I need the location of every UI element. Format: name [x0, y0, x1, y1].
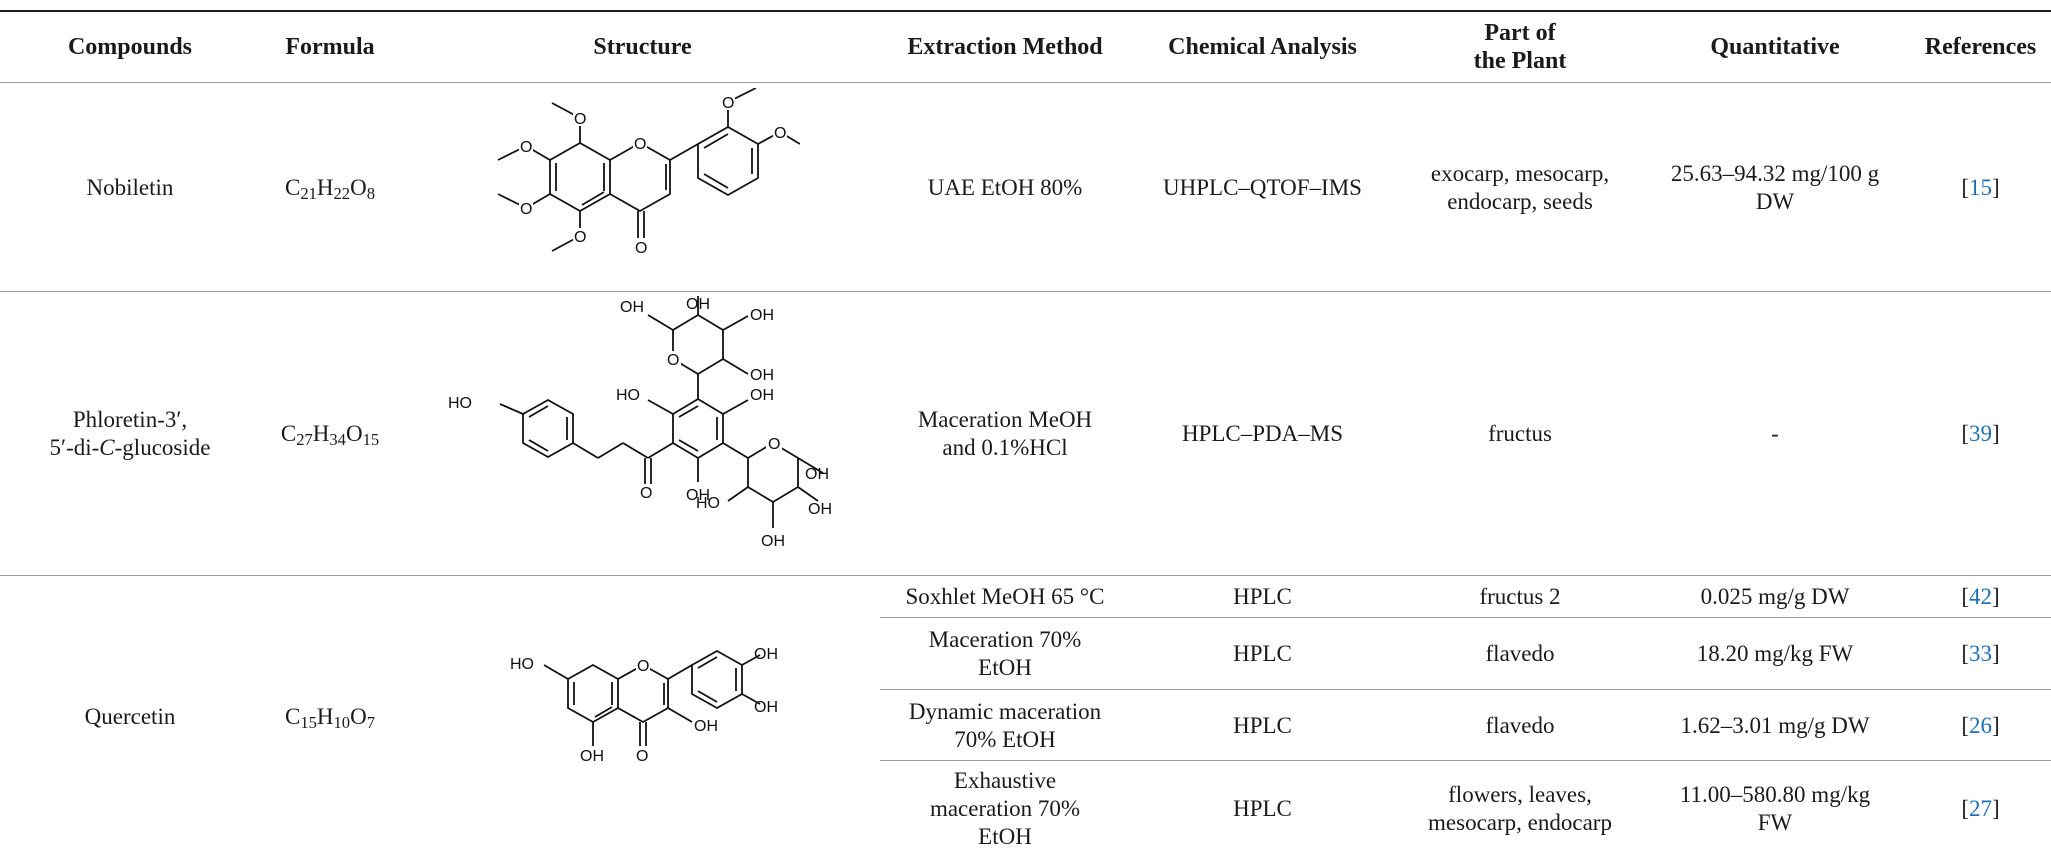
extraction-method: UAE EtOH 80% — [927, 174, 1083, 200]
header-bottom-rule — [0, 82, 2051, 83]
chemical-analysis: HPLC — [1233, 712, 1292, 738]
extraction-method: Maceration 70% EtOH — [928, 627, 1082, 680]
plant-part: flavedo — [1485, 712, 1555, 738]
svg-text:O: O — [574, 111, 586, 128]
header-extraction-method: Extraction Method — [907, 34, 1103, 60]
svg-text:OH: OH — [750, 367, 774, 384]
plant-part: fructus 2 — [1479, 584, 1561, 609]
svg-text:O: O — [640, 485, 652, 502]
svg-text:OH: OH — [620, 299, 644, 316]
plant-part: flowers, leaves, mesocarp, endocarp — [1428, 782, 1612, 835]
sub-row-divider — [880, 689, 2051, 690]
reference-cell: [27] — [1961, 796, 2000, 821]
compound-name: Quercetin — [84, 703, 176, 729]
ring-oxygen: O — [634, 136, 646, 153]
extraction-method: Exhaustive maceration 70% EtOH — [929, 768, 1081, 849]
nobiletin-structure: O O O O O O O O — [490, 88, 800, 288]
phloretin-structure: O O O HO HO OH OH OH OH OH OH OH HO OH O… — [448, 296, 843, 572]
reference-link[interactable]: 15 — [1969, 174, 1992, 200]
svg-text:O: O — [722, 95, 734, 112]
quantitative-value: - — [1771, 421, 1779, 446]
formula: C21H22O8 — [285, 174, 375, 203]
header-part-line1: Part of — [1484, 20, 1556, 46]
svg-text:HO: HO — [616, 387, 640, 404]
row-divider — [0, 575, 2051, 576]
header-references: References — [1924, 34, 2037, 60]
svg-text:O: O — [520, 139, 532, 156]
formula: C15H10O7 — [285, 703, 375, 732]
chemical-analysis: HPLC — [1233, 584, 1292, 609]
quantitative-value: 18.20 mg/kg FW — [1696, 641, 1854, 666]
svg-text:OH: OH — [805, 466, 829, 483]
quercetin-structure: O O HO OH OH OH OH — [508, 634, 778, 794]
svg-text:OH: OH — [750, 387, 774, 404]
svg-text:OH: OH — [761, 533, 785, 550]
compound-name: Phloretin-3′, 5′-di-C-glucoside — [49, 407, 211, 460]
svg-text:OH: OH — [754, 646, 778, 663]
svg-text:HO: HO — [510, 656, 534, 673]
quantitative-value: 25.63–94.32 mg/100 g DW — [1670, 160, 1880, 214]
header-part-of-plant: Part of the Plant — [1400, 12, 1640, 82]
reference-cell: [42] — [1961, 584, 2000, 609]
svg-text:OH: OH — [686, 487, 710, 504]
reference-link[interactable]: 26 — [1969, 712, 1992, 738]
header-formula: Formula — [285, 34, 375, 60]
header-quantitative: Quantitative — [1710, 34, 1840, 60]
svg-text:O: O — [774, 125, 786, 142]
svg-text:OH: OH — [750, 307, 774, 324]
svg-text:O: O — [637, 658, 649, 675]
reference-link[interactable]: 39 — [1969, 421, 1992, 446]
quantitative-value: 11.00–580.80 mg/kg FW — [1679, 782, 1871, 835]
svg-text:OH: OH — [754, 699, 778, 716]
header-structure: Structure — [593, 34, 692, 60]
formula-cell: C27H34O15 — [260, 293, 400, 575]
formula-cell: C15H10O7 — [260, 577, 400, 856]
chemical-analysis: HPLC — [1233, 641, 1292, 666]
svg-text:OH: OH — [808, 501, 832, 518]
plant-part: exocarp, mesocarp, endocarp, seeds — [1430, 160, 1610, 214]
chemical-analysis: UHPLC–QTOF–IMS — [1163, 174, 1362, 200]
reference-cell: [15] — [1961, 174, 2000, 200]
svg-text:HO: HO — [448, 395, 472, 412]
svg-text:O: O — [635, 240, 647, 257]
svg-text:OH: OH — [580, 748, 604, 765]
svg-text:OH: OH — [686, 296, 710, 313]
table-top-rule — [0, 10, 2051, 12]
formula: C27H34O15 — [280, 421, 380, 450]
header-compounds: Compounds — [67, 34, 193, 60]
reference-link[interactable]: 33 — [1969, 641, 1992, 666]
reference-cell: [33] — [1961, 641, 2000, 666]
plant-part: flavedo — [1485, 641, 1555, 666]
reference-cell: [39] — [1961, 421, 2000, 446]
extraction-method: Maceration MeOH and 0.1%HCl — [917, 407, 1093, 460]
extraction-method: Soxhlet MeOH 65 °C — [905, 584, 1105, 609]
sub-row-divider — [880, 760, 2051, 761]
compound-name: Nobiletin — [86, 174, 174, 200]
row-divider — [0, 291, 2051, 292]
header-chemical-analysis: Chemical Analysis — [1168, 34, 1357, 60]
sub-row-divider — [880, 617, 2051, 618]
svg-text:OH: OH — [694, 718, 718, 735]
svg-text:O: O — [636, 748, 648, 765]
svg-text:O: O — [574, 229, 586, 246]
formula-cell: C21H22O8 — [260, 84, 400, 291]
plant-part: fructus — [1488, 421, 1552, 446]
svg-text:O: O — [768, 436, 780, 453]
reference-cell: [26] — [1961, 712, 2000, 738]
svg-text:HO: HO — [696, 495, 720, 512]
quantitative-value: 0.025 mg/g DW — [1700, 584, 1850, 609]
header-part-line2: the Plant — [1473, 48, 1567, 74]
svg-text:O: O — [520, 201, 532, 218]
quantitative-value: 1.62–3.01 mg/g DW — [1680, 712, 1870, 738]
svg-text:O: O — [667, 352, 679, 369]
reference-link[interactable]: 42 — [1969, 584, 1992, 609]
chemical-analysis: HPLC–PDA–MS — [1181, 421, 1344, 446]
extraction-method: Dynamic maceration 70% EtOH — [908, 698, 1102, 752]
chemical-analysis: HPLC — [1233, 796, 1292, 821]
reference-link[interactable]: 27 — [1969, 796, 1992, 821]
